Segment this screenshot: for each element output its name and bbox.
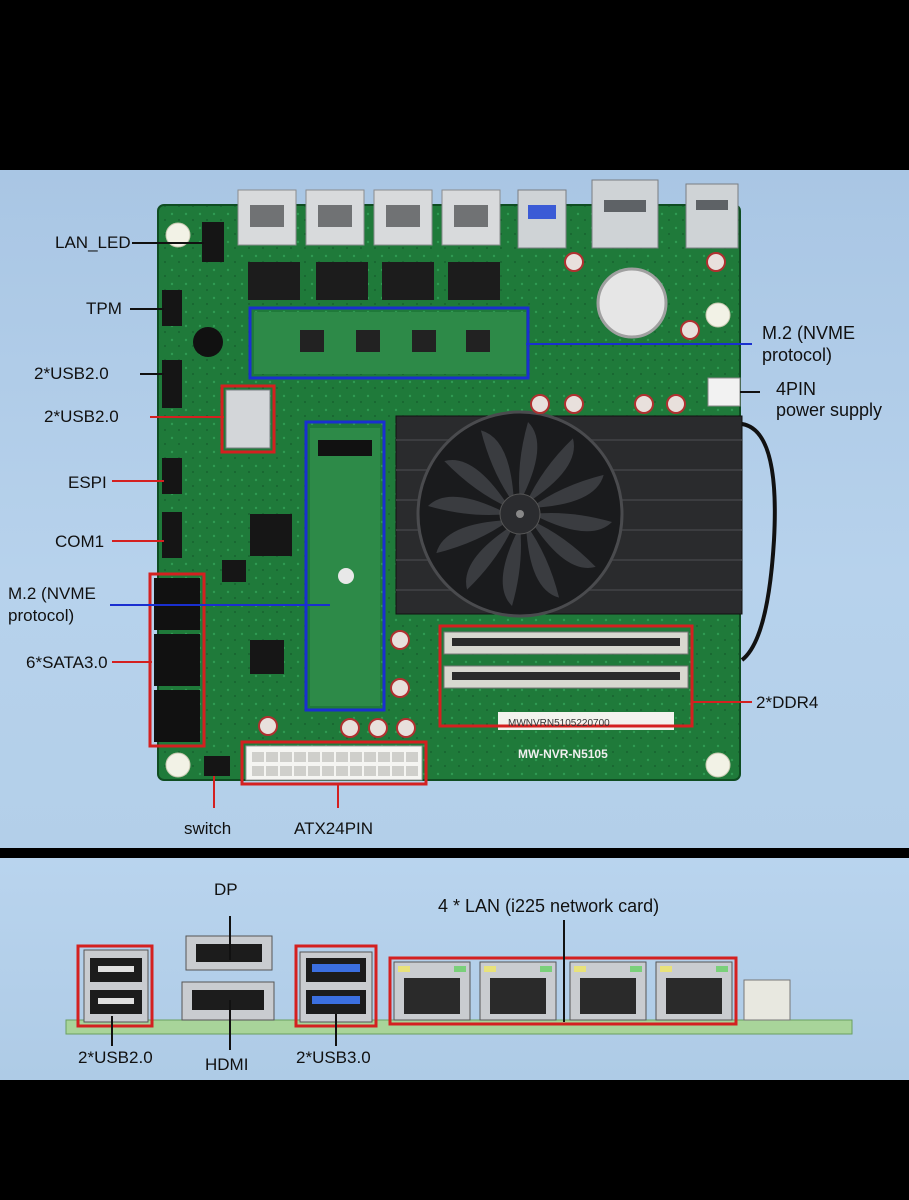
label-io-dp: DP bbox=[214, 880, 238, 899]
capacitors bbox=[258, 252, 726, 738]
io-lan-ports bbox=[393, 961, 733, 1021]
fan-cable bbox=[740, 422, 777, 662]
m2-vertical-highlight bbox=[304, 420, 386, 712]
label-m2-right-line2: protocol) bbox=[762, 345, 833, 365]
io-usb20-highlight bbox=[76, 944, 154, 1028]
buzzer bbox=[193, 327, 223, 357]
label-usb20-header: 2*USB2.0 bbox=[34, 364, 109, 383]
leader-lines bbox=[110, 242, 760, 808]
label-switch: switch bbox=[184, 819, 232, 838]
io-usb30-stack bbox=[299, 951, 373, 1023]
board-serial-text: MWNVRN5105220700 bbox=[508, 718, 610, 729]
atx24pin-highlight bbox=[240, 740, 428, 786]
label-power-line2: power supply bbox=[776, 400, 883, 420]
io-hdmi-port bbox=[181, 981, 275, 1021]
power-4pin-connector bbox=[707, 377, 741, 407]
io-usb20-stack bbox=[83, 949, 149, 1023]
lan-transformers bbox=[248, 262, 500, 300]
top-lan-ports bbox=[237, 189, 501, 246]
fan-blades bbox=[428, 422, 612, 606]
top-io-ports bbox=[517, 179, 739, 249]
label-atx24pin: ATX24PIN bbox=[294, 819, 374, 838]
label-tpm: TPM bbox=[86, 299, 122, 318]
label-m2-left-line1: M.2 (NVME bbox=[8, 584, 96, 603]
label-lan-led: LAN_LED bbox=[55, 233, 131, 252]
label-com1: COM1 bbox=[55, 532, 105, 551]
switch-header bbox=[204, 756, 230, 776]
io-header-right bbox=[743, 979, 791, 1021]
io-pcb-edge bbox=[65, 1019, 853, 1035]
sata-ports bbox=[154, 578, 200, 742]
label-m2-left-line2: protocol) bbox=[8, 606, 75, 625]
left-usb-port bbox=[225, 389, 271, 449]
io-leader-lines bbox=[111, 916, 565, 1050]
cmos-battery bbox=[596, 267, 668, 339]
usb20-port-highlight bbox=[220, 384, 276, 454]
label-power-line1: 4PIN bbox=[776, 379, 817, 399]
label-sata: 6*SATA3.0 bbox=[26, 653, 108, 672]
ddr4-highlight bbox=[438, 624, 694, 728]
label-io-hdmi: HDMI bbox=[205, 1055, 249, 1074]
board-model-text: MW-NVR-N5105 bbox=[518, 747, 608, 761]
label-espi: ESPI bbox=[68, 473, 107, 492]
mounting-holes bbox=[165, 222, 731, 778]
label-m2-right-line1: M.2 (NVME bbox=[762, 323, 856, 343]
label-usb20-port: 2*USB2.0 bbox=[44, 407, 119, 426]
label-io-lan: 4 * LAN (i225 network card) bbox=[438, 896, 660, 916]
left-headers bbox=[162, 222, 224, 558]
label-io-usb20: 2*USB2.0 bbox=[78, 1048, 153, 1067]
sata-highlight bbox=[148, 572, 206, 748]
label-ddr4: 2*DDR4 bbox=[756, 693, 819, 712]
m2-vertical-card bbox=[310, 428, 380, 706]
ddr4-slots bbox=[443, 631, 689, 689]
label-io-usb30: 2*USB3.0 bbox=[296, 1048, 371, 1067]
